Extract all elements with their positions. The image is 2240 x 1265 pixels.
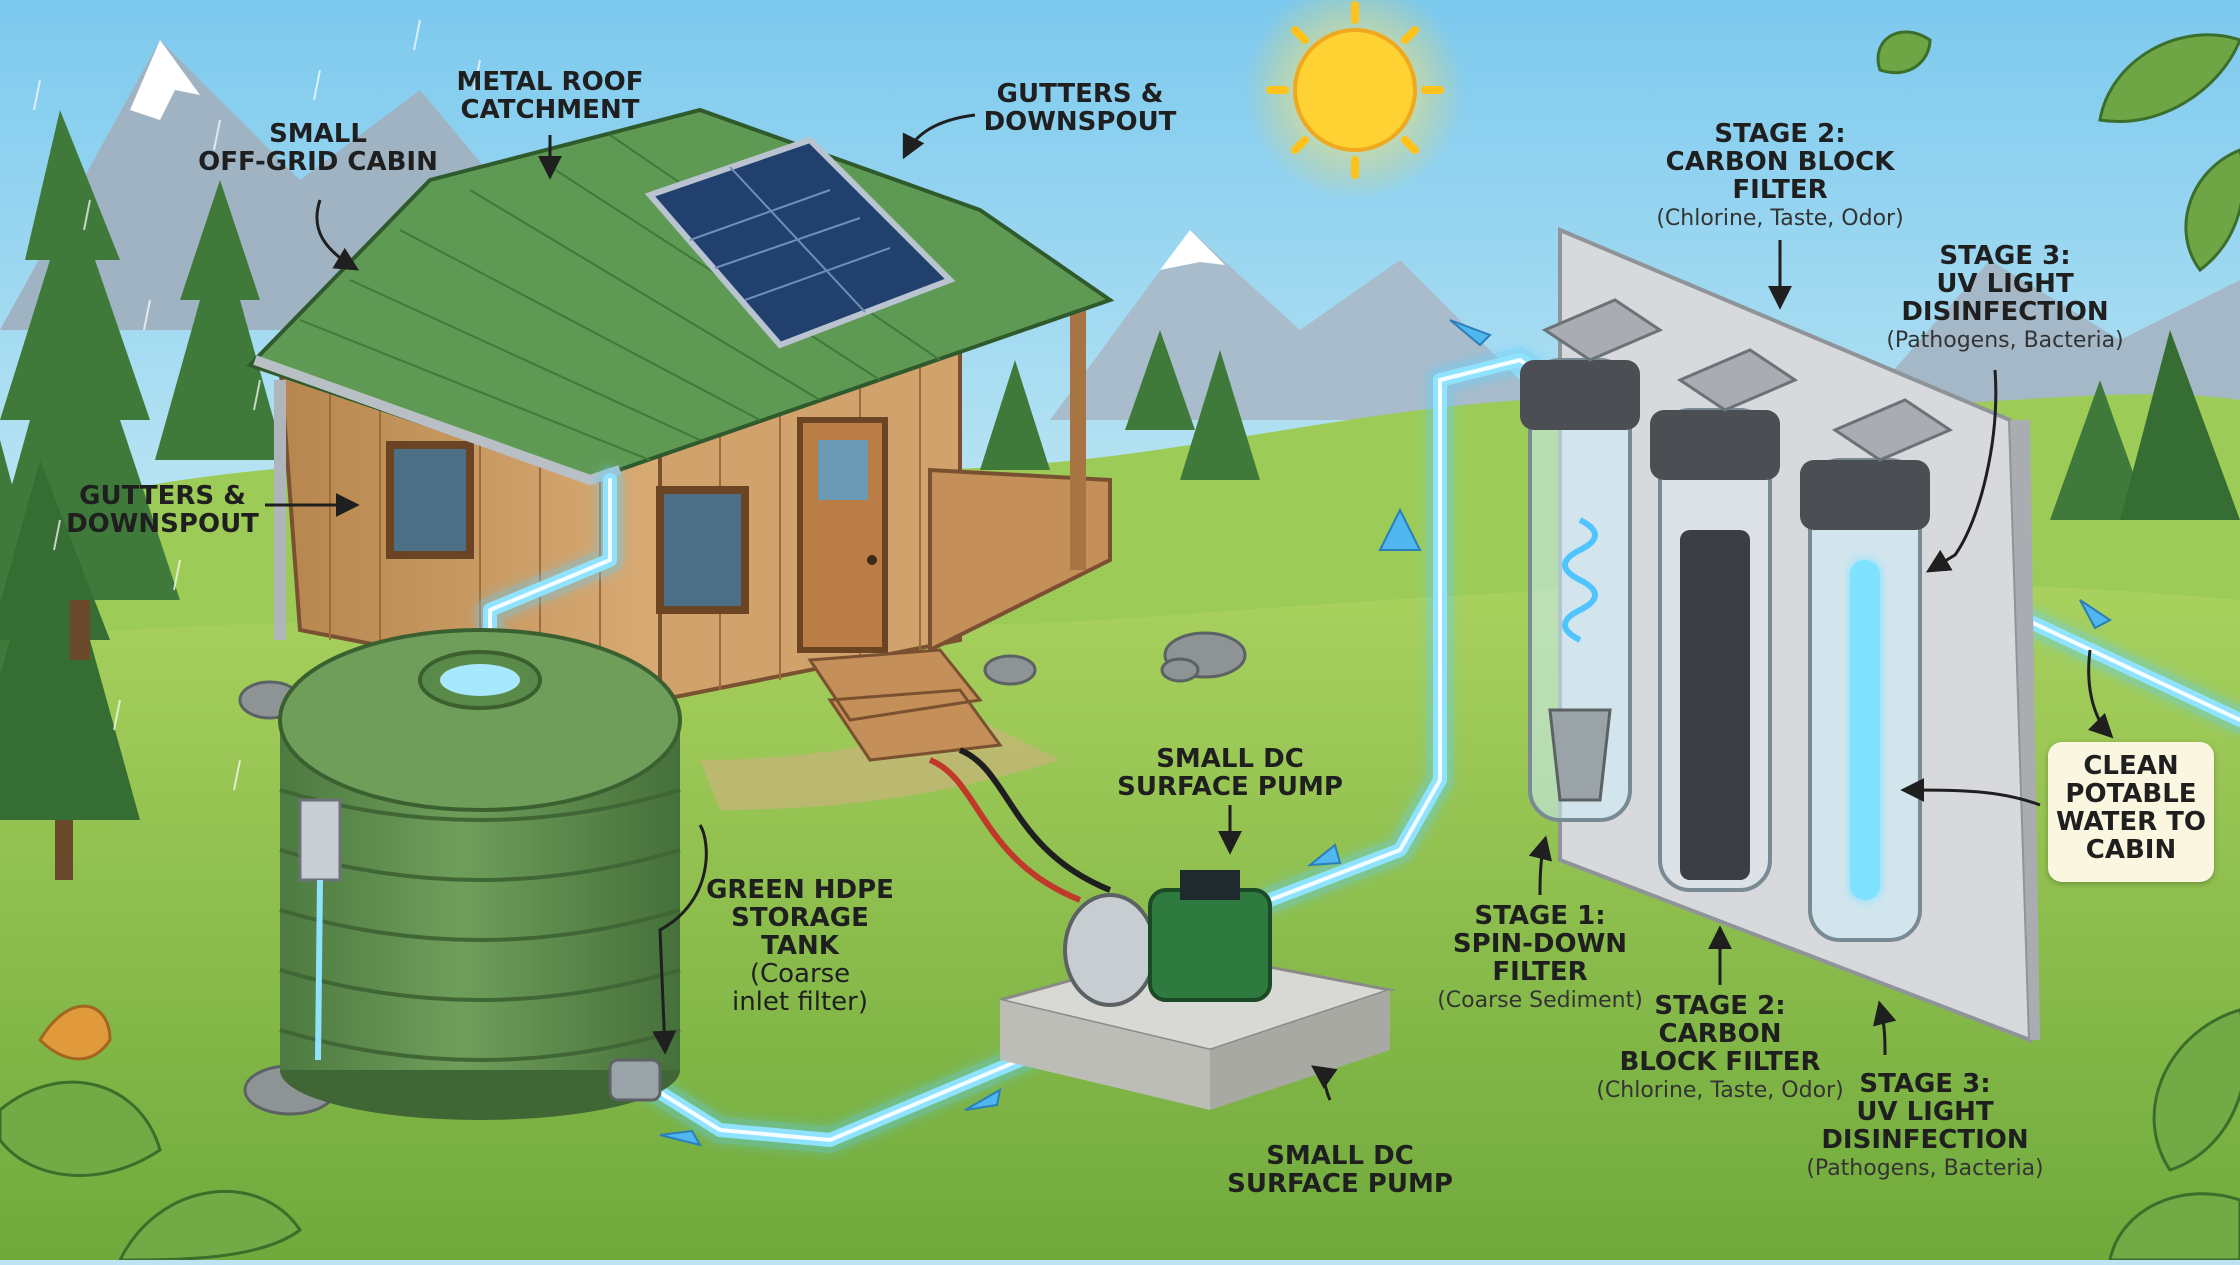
- label-line: SMALL DC: [1156, 744, 1304, 774]
- label-line: DOWNSPOUT: [983, 107, 1177, 138]
- label-roof: METAL ROOF CATCHMENT: [440, 68, 660, 124]
- label-line: METAL ROOF: [456, 67, 644, 97]
- label-line: STAGE 3:: [1859, 1069, 1991, 1099]
- label-tank: GREEN HDPE STORAGE TANK (Coarse inlet fi…: [690, 876, 910, 1016]
- filter-housings: [1520, 298, 1954, 942]
- cabin-door: [797, 417, 888, 653]
- label-line: DISINFECTION: [1821, 1125, 2029, 1156]
- label-line: DISINFECTION: [1901, 297, 2109, 328]
- label-stage2-top: STAGE 2: CARBON BLOCK FILTER (Chlorine, …: [1640, 120, 1920, 231]
- label-line: DOWNSPOUT: [66, 509, 259, 540]
- label-line: WATER TO: [2055, 807, 2207, 838]
- stage1-spin-down-filter: [1520, 358, 1640, 822]
- label-line: GREEN HDPE: [706, 875, 894, 905]
- label-line: STAGE 2:: [1714, 119, 1846, 149]
- label-gutters-top: GUTTERS & DOWNSPOUT: [970, 80, 1190, 136]
- label-line: GUTTERS &: [996, 79, 1164, 109]
- solar-panel-icon: [644, 136, 956, 349]
- label-pump-top: SMALL DC SURFACE PUMP: [1110, 745, 1350, 801]
- dc-pump: [928, 747, 1396, 1110]
- label-leaders: [265, 113, 2114, 1101]
- label-line: SURFACE PUMP: [1117, 772, 1343, 803]
- storage-tank: [278, 628, 682, 1120]
- label-cabin: SMALL OFF-GRID CABIN: [198, 120, 438, 176]
- label-line: UV LIGHT: [1936, 269, 2074, 300]
- label-line: CATCHMENT: [460, 95, 640, 126]
- label-line: GUTTERS &: [79, 481, 246, 511]
- label-stage3-top: STAGE 3: UV LIGHT DISINFECTION (Pathogen…: [1880, 242, 2130, 353]
- label-stage3-bottom: STAGE 3: UV LIGHT DISINFECTION (Pathogen…: [1800, 1070, 2050, 1181]
- label-sub: (Chlorine, Taste, Odor): [1596, 1078, 1844, 1104]
- label-line: SMALL DC: [1266, 1141, 1414, 1171]
- label-line: UV LIGHT: [1856, 1097, 1994, 1128]
- label-line: BLOCK FILTER: [1619, 1047, 1821, 1078]
- label-clean-water: CLEAN POTABLE WATER TO CABIN: [2048, 752, 2214, 864]
- tank-inlet-filter: [298, 798, 342, 882]
- label-pump-bottom: SMALL DC SURFACE PUMP: [1220, 1142, 1460, 1198]
- label-line: CLEAN: [2083, 751, 2179, 781]
- label-sub: (Pathogens, Bacteria): [1886, 328, 2124, 354]
- stage3-uv-filter: [1800, 458, 1930, 942]
- label-line: FILTER: [1492, 957, 1588, 988]
- sun-icon: [1245, 0, 1465, 200]
- label-sub: (Pathogens, Bacteria): [1806, 1156, 2044, 1182]
- porch-deck: [928, 467, 1112, 654]
- label-line: STAGE 3:: [1939, 241, 2071, 271]
- label-line: SMALL: [269, 119, 367, 149]
- cabin-window-left: [386, 441, 474, 559]
- label-line: FILTER: [1732, 175, 1828, 206]
- cabin-window-front: [656, 486, 749, 614]
- label-line: STORAGE TANK: [731, 903, 869, 962]
- label-line: STAGE 1:: [1474, 901, 1606, 931]
- tree-trunks: [55, 600, 90, 880]
- label-line: CARBON BLOCK: [1665, 147, 1895, 178]
- label-line: CARBON: [1658, 1019, 1782, 1050]
- cabin-steps: [807, 648, 1003, 762]
- leaves-top-right: [1876, 30, 2240, 273]
- label-line: SURFACE PUMP: [1227, 1169, 1453, 1200]
- label-line: POTABLE: [2065, 779, 2197, 810]
- label-line: SPIN-DOWN: [1452, 929, 1628, 960]
- label-stage2-bottom: STAGE 2: CARBON BLOCK FILTER (Chlorine, …: [1590, 992, 1850, 1103]
- label-stage1: STAGE 1: SPIN-DOWN FILTER (Coarse Sedime…: [1420, 902, 1660, 1013]
- stage2-carbon-filter: [1650, 408, 1780, 892]
- tank-overflow-stream: [315, 879, 323, 1061]
- label-sub: inlet filter): [731, 987, 868, 1018]
- label-line: OFF-GRID CABIN: [198, 147, 438, 178]
- label-line: STAGE 2:: [1654, 991, 1786, 1021]
- flow-arrow-icon: [659, 319, 2112, 1147]
- label-sub: (Coarse Sediment): [1437, 988, 1643, 1014]
- clean-water-callout: [2048, 742, 2214, 882]
- leaves-bottom: [0, 1004, 2240, 1262]
- label-gutters-left: GUTTERS & DOWNSPOUT: [55, 482, 270, 538]
- label-sub: (Chlorine, Taste, Odor): [1656, 206, 1904, 232]
- label-line: CABIN: [2085, 835, 2177, 866]
- label-sub: (Coarse: [749, 959, 851, 990]
